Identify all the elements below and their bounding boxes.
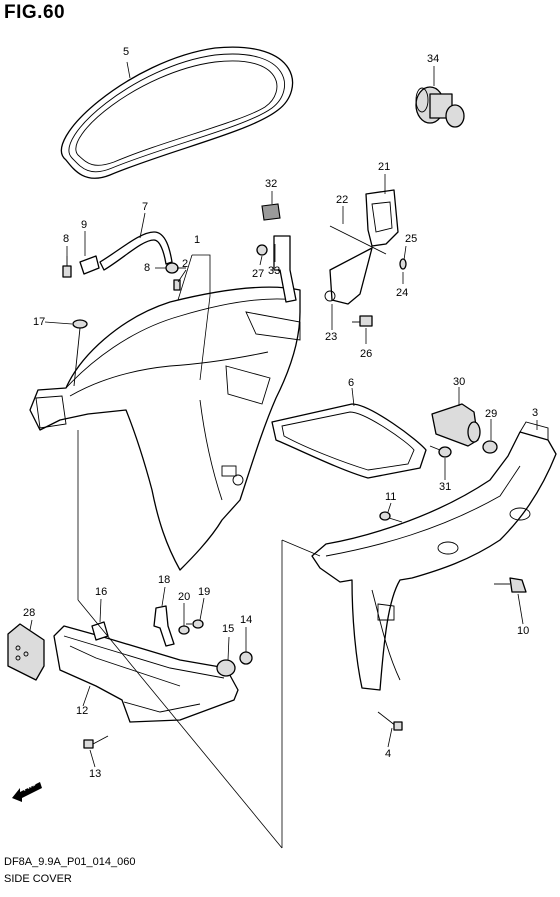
callout-8a[interactable]: 8 bbox=[63, 233, 70, 245]
reference-line bbox=[77, 599, 283, 849]
diagram-caption: SIDE COVER bbox=[4, 873, 72, 885]
pad-part[interactable] bbox=[7, 623, 45, 681]
callout-32[interactable]: 32 bbox=[265, 178, 278, 190]
washer-part-25[interactable] bbox=[399, 258, 407, 270]
latch-part[interactable] bbox=[329, 189, 399, 255]
lever-part[interactable] bbox=[324, 247, 373, 305]
callout-14[interactable]: 14 bbox=[240, 614, 253, 626]
callout-16[interactable]: 16 bbox=[95, 586, 108, 598]
fwd-badge: FWD bbox=[10, 780, 44, 802]
callout-27[interactable]: 27 bbox=[252, 268, 265, 280]
figure-title: FIG.60 bbox=[4, 2, 66, 23]
bracket-part-33[interactable] bbox=[273, 235, 297, 303]
diagram-code: DF8A_9.9A_P01_014_060 bbox=[4, 856, 136, 868]
nut-part-27[interactable] bbox=[256, 244, 268, 256]
callout-3[interactable]: 3 bbox=[532, 407, 539, 419]
callout-25[interactable]: 25 bbox=[405, 233, 418, 245]
fwd-arrow-icon bbox=[12, 782, 42, 802]
callout-22[interactable]: 22 bbox=[336, 194, 349, 206]
callout-34[interactable]: 34 bbox=[427, 53, 440, 65]
callout-1[interactable]: 1 bbox=[194, 234, 201, 246]
callout-4[interactable]: 4 bbox=[385, 748, 392, 760]
small-screw-part[interactable] bbox=[173, 279, 181, 291]
bolt-part-13[interactable] bbox=[83, 735, 109, 749]
clip-part[interactable] bbox=[79, 255, 100, 275]
callout-20[interactable]: 20 bbox=[178, 591, 191, 603]
callout-12[interactable]: 12 bbox=[76, 705, 89, 717]
screw-part-left[interactable] bbox=[62, 256, 72, 278]
starboard-side-cover-part[interactable] bbox=[311, 421, 557, 691]
callout-13[interactable]: 13 bbox=[89, 768, 102, 780]
rubber-button-part[interactable] bbox=[494, 577, 527, 593]
upper-side-cover-part[interactable] bbox=[29, 286, 301, 571]
leader-lines bbox=[29, 61, 538, 768]
screw-part-11[interactable] bbox=[379, 511, 403, 523]
callout-17[interactable]: 17 bbox=[33, 316, 46, 328]
callout-5[interactable]: 5 bbox=[123, 46, 130, 58]
callout-23[interactable]: 23 bbox=[325, 331, 338, 343]
callout-24[interactable]: 24 bbox=[396, 287, 409, 299]
callout-7[interactable]: 7 bbox=[142, 201, 149, 213]
mount-part-30[interactable] bbox=[431, 403, 481, 447]
bolt-part-17[interactable] bbox=[72, 319, 88, 387]
seal-ring-part[interactable] bbox=[60, 46, 294, 179]
callout-21[interactable]: 21 bbox=[378, 161, 391, 173]
bolt-part-4[interactable] bbox=[377, 711, 403, 731]
cushion-part[interactable] bbox=[261, 203, 281, 221]
callout-9[interactable]: 9 bbox=[81, 219, 88, 231]
reference-line bbox=[281, 539, 321, 557]
callout-15[interactable]: 15 bbox=[222, 623, 235, 635]
callout-11[interactable]: 11 bbox=[385, 491, 397, 503]
callout-6[interactable]: 6 bbox=[348, 377, 355, 389]
callout-8b[interactable]: 8 bbox=[144, 262, 151, 274]
callout-29[interactable]: 29 bbox=[485, 408, 498, 420]
callout-33[interactable]: 33 bbox=[268, 265, 281, 277]
callout-28[interactable]: 28 bbox=[23, 607, 36, 619]
callout-18[interactable]: 18 bbox=[158, 574, 171, 586]
bolt-part-26[interactable] bbox=[352, 315, 373, 327]
cap-part-29[interactable] bbox=[482, 440, 498, 454]
callout-10[interactable]: 10 bbox=[517, 625, 530, 637]
grommet-part-15[interactable] bbox=[216, 659, 236, 677]
gasket-part[interactable] bbox=[271, 403, 427, 479]
grommet-part[interactable] bbox=[415, 86, 465, 128]
callout-19[interactable]: 19 bbox=[198, 586, 211, 598]
callout-30[interactable]: 30 bbox=[453, 376, 466, 388]
callout-2[interactable]: 2 bbox=[182, 258, 189, 270]
callout-31[interactable]: 31 bbox=[439, 481, 452, 493]
bracket-part-18[interactable] bbox=[153, 605, 175, 647]
screw-part-31[interactable] bbox=[429, 445, 452, 458]
screw-part-19[interactable] bbox=[186, 619, 204, 629]
callout-26[interactable]: 26 bbox=[360, 348, 373, 360]
